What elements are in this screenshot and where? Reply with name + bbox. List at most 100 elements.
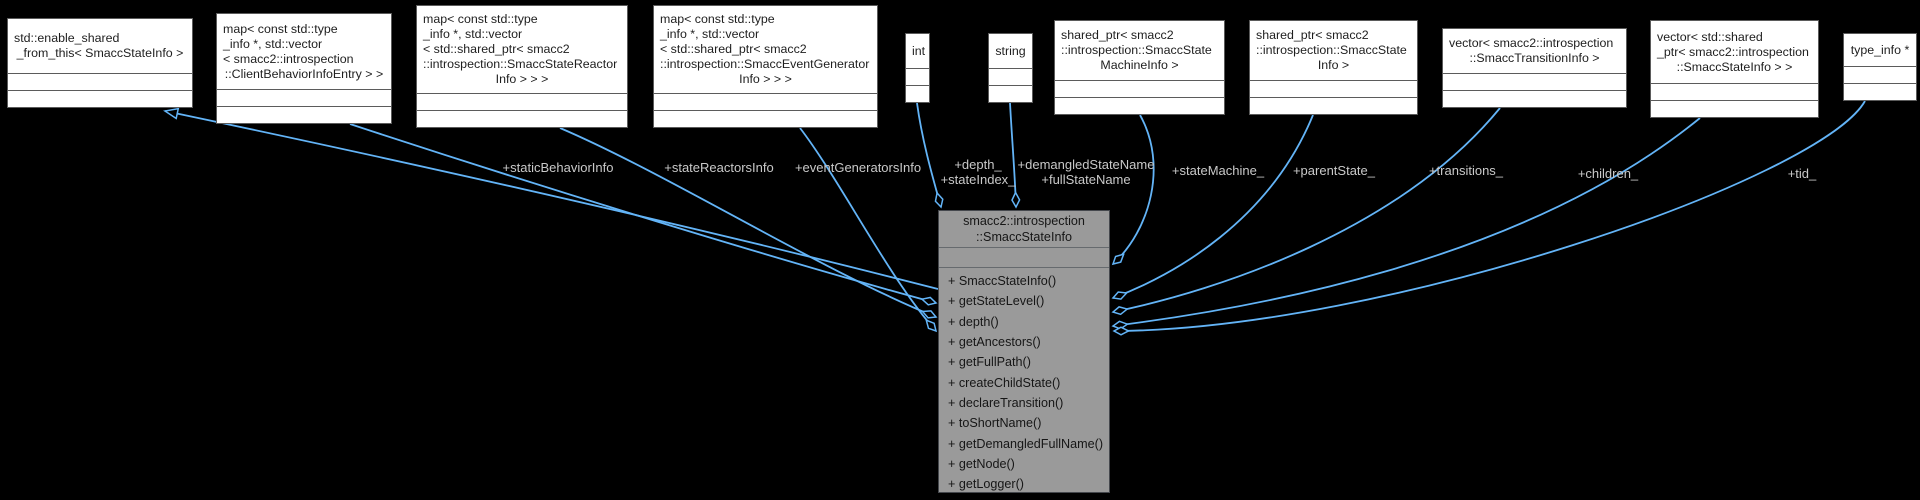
- method-item: + SmaccStateInfo(): [948, 274, 1057, 289]
- node-int[interactable]: int: [905, 33, 930, 103]
- edge-tid: [1114, 100, 1866, 331]
- node-title-lines: shared_ptr< smacc2 ::introspection::Smac…: [1256, 28, 1407, 57]
- node-title: std::enable_shared _from_this< SmaccStat…: [8, 19, 192, 73]
- edge-label-state-machine: +stateMachine_: [1172, 163, 1265, 178]
- method-item: + getLogger(): [948, 477, 1024, 492]
- node-shared-ptr-state-machine-info[interactable]: shared_ptr< smacc2 ::introspection::Smac…: [1054, 20, 1225, 115]
- node-title: map< const std::type _info *, std::vecto…: [417, 6, 627, 93]
- node-title-last: int: [912, 43, 926, 58]
- empty-methods-compartment: [989, 85, 1032, 102]
- empty-attributes-compartment: [1443, 73, 1626, 90]
- edge-label-transitions: +transitions_: [1429, 163, 1504, 178]
- edge-label-full-state-name: +fullStateName: [1041, 172, 1130, 187]
- empty-methods-compartment: [906, 85, 929, 102]
- edge-label-static-behavior-info: +staticBehaviorInfo: [503, 160, 614, 175]
- edge-label-parent-state: +parentState_: [1293, 163, 1376, 178]
- node-vector-transition-info[interactable]: vector< smacc2::introspection ::SmaccTra…: [1442, 28, 1627, 108]
- node-title-last: Info >: [1317, 58, 1350, 72]
- method-item: + getFullPath(): [948, 355, 1031, 370]
- empty-methods-compartment: [1443, 90, 1626, 107]
- empty-attributes-compartment: [906, 68, 929, 85]
- empty-attributes-compartment: [1055, 80, 1224, 97]
- methods-compartment: + SmaccStateInfo() + getStateLevel() + d…: [939, 268, 1109, 494]
- empty-methods-compartment: [1055, 97, 1224, 114]
- empty-methods-compartment: [1651, 100, 1818, 117]
- node-title-last: Info > > >: [739, 72, 792, 86]
- node-title-last: ::ClientBehaviorInfoEntry > >: [224, 66, 384, 81]
- method-item: + getStateLevel(): [948, 294, 1045, 309]
- empty-attributes-compartment: [939, 248, 1109, 268]
- edge-parent-state: [1113, 114, 1314, 298]
- empty-attributes-compartment: [8, 73, 192, 90]
- empty-methods-compartment: [8, 90, 192, 107]
- empty-attributes-compartment: [1651, 83, 1818, 100]
- node-title-lines: map< const std::type _info *, std::vecto…: [223, 21, 354, 66]
- node-title-last: string: [995, 43, 1026, 58]
- node-title: vector< std::shared _ptr< smacc2::intros…: [1651, 21, 1818, 83]
- node-title-lines: std::enable_shared: [14, 31, 120, 45]
- node-map-state-reactor-info[interactable]: map< const std::type _info *, std::vecto…: [416, 5, 628, 128]
- edge-inherits-enable-shared: [165, 111, 939, 290]
- node-title: int: [906, 34, 929, 68]
- node-title-last: Info > > >: [495, 72, 549, 86]
- edge-event-generators-info: [799, 127, 936, 331]
- edge-static-behavior-info: [349, 123, 936, 303]
- node-map-event-generator-info[interactable]: map< const std::type _info *, std::vecto…: [653, 5, 878, 128]
- edge-demangled-full-state-name: [1009, 102, 1016, 207]
- node-title-last: ::SmaccTransitionInfo >: [1469, 51, 1600, 65]
- empty-attributes-compartment: [417, 93, 627, 110]
- node-string[interactable]: string: [988, 33, 1033, 103]
- empty-methods-compartment: [1250, 97, 1417, 114]
- method-item: + getDemangledFullName(): [948, 436, 1104, 451]
- node-title: map< const std::type _info *, std::vecto…: [654, 6, 877, 93]
- node-title: map< const std::type _info *, std::vecto…: [217, 14, 391, 89]
- method-item: + getNode(): [948, 456, 1015, 471]
- node-title-last: _from_this< SmaccStateInfo >: [16, 46, 184, 60]
- node-title-lines: vector< std::shared _ptr< smacc2::intros…: [1657, 29, 1809, 59]
- method-item: + getAncestors(): [948, 335, 1041, 350]
- empty-attributes-compartment: [1844, 66, 1916, 83]
- node-shared-ptr-state-info[interactable]: shared_ptr< smacc2 ::introspection::Smac…: [1249, 20, 1418, 115]
- empty-attributes-compartment: [654, 93, 877, 110]
- edge-label-depth: +depth_: [954, 157, 1002, 172]
- method-item: + createChildState(): [948, 375, 1061, 390]
- edge-label-tid: +tid_: [1788, 166, 1817, 181]
- edge-label-demangled-state-name: +demangledStateName: [1018, 157, 1155, 172]
- empty-attributes-compartment: [989, 68, 1032, 85]
- node-smacc-state-info: smacc2::introspection ::SmaccStateInfo +…: [938, 210, 1110, 493]
- node-title: shared_ptr< smacc2 ::introspection::Smac…: [1055, 21, 1224, 80]
- node-title-last: ::SmaccStateInfo > >: [1676, 59, 1793, 74]
- node-title-lines: map< const std::type _info *, std::vecto…: [423, 12, 618, 71]
- edge-label-state-index: +stateIndex_: [941, 172, 1017, 187]
- node-title-last: MachineInfo >: [1100, 58, 1179, 72]
- empty-methods-compartment: [1844, 83, 1916, 100]
- edge-transitions: [1113, 107, 1501, 312]
- node-title: shared_ptr< smacc2 ::introspection::Smac…: [1250, 21, 1417, 80]
- node-title-lines: vector< smacc2::introspection: [1449, 36, 1614, 50]
- node-map-client-behavior-info[interactable]: map< const std::type _info *, std::vecto…: [216, 13, 392, 124]
- node-title-lines: map< const std::type _info *, std::vecto…: [660, 12, 870, 71]
- edge-label-state-reactors-info: +stateReactorsInfo: [664, 160, 773, 175]
- node-title: vector< smacc2::introspection ::SmaccTra…: [1443, 29, 1626, 73]
- edge-label-children: +children_: [1578, 166, 1639, 181]
- empty-attributes-compartment: [217, 89, 391, 106]
- node-title-last: type_info *: [1850, 42, 1910, 57]
- empty-attributes-compartment: [1250, 80, 1417, 97]
- empty-methods-compartment: [417, 110, 627, 127]
- node-type-info-ptr[interactable]: type_info *: [1843, 33, 1917, 101]
- node-title: string: [989, 34, 1032, 68]
- edge-state-reactors-info: [559, 127, 936, 317]
- empty-methods-compartment: [654, 110, 877, 127]
- edge-depth-state-index: [916, 102, 941, 207]
- method-item: + declareTransition(): [948, 395, 1064, 410]
- edge-children: [1113, 117, 1701, 326]
- node-title: type_info *: [1844, 34, 1916, 66]
- method-item: + depth(): [948, 314, 999, 329]
- node-vector-shared-ptr-state-info[interactable]: vector< std::shared _ptr< smacc2::intros…: [1650, 20, 1819, 118]
- central-class-title: smacc2::introspection ::SmaccStateInfo: [939, 211, 1109, 248]
- edge-state-machine: [1113, 114, 1155, 264]
- method-item: + toShortName(): [948, 416, 1042, 431]
- node-enable-shared-from-this[interactable]: std::enable_shared _from_this< SmaccStat…: [7, 18, 193, 108]
- node-title-lines: shared_ptr< smacc2 ::introspection::Smac…: [1061, 28, 1212, 57]
